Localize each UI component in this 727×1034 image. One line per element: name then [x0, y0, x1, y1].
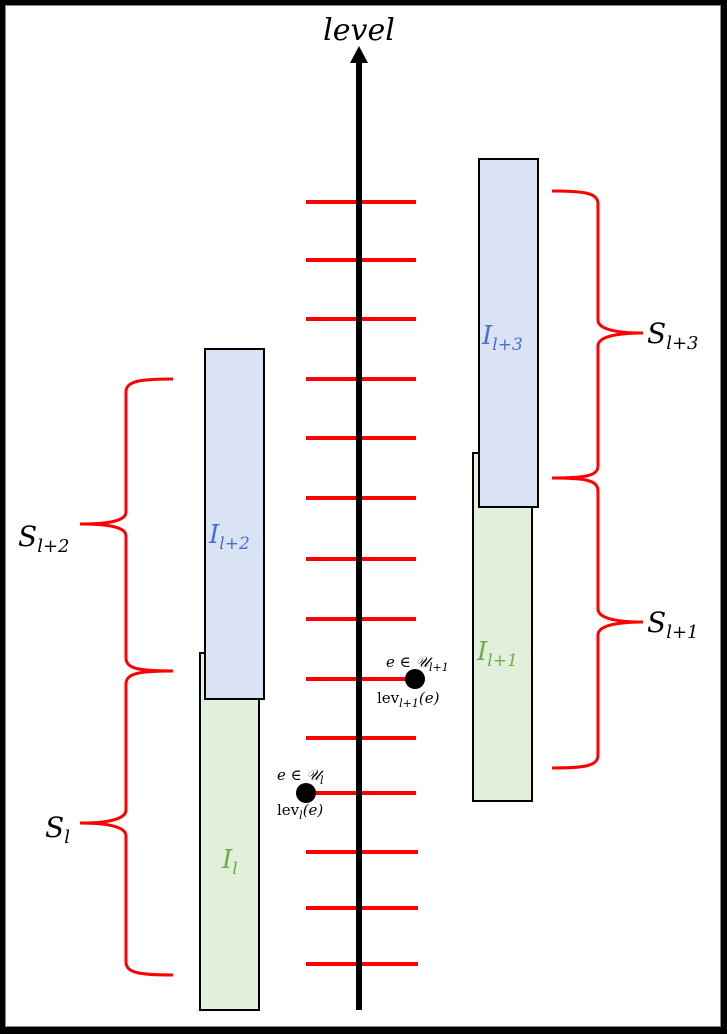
- svg-text:Il+3: Il+3: [481, 321, 523, 355]
- svg-text:Il: Il: [221, 845, 238, 879]
- level-axis: level: [323, 13, 395, 1010]
- svg-text:levl+1(e): levl+1(e): [377, 689, 440, 710]
- svg-text:e ∈ 𝒰l: e ∈ 𝒰l: [277, 766, 325, 787]
- brace-S-l-plus-1: [551, 476, 644, 770]
- label-S-l-plus-3: Sl+3: [647, 317, 698, 354]
- svg-text:levl(e): levl(e): [277, 801, 323, 822]
- label-S-l-plus-2: Sl+2: [18, 520, 69, 557]
- interval-I-l-plus-2: Il+2: [204, 348, 265, 700]
- label-S-l-plus-1: Sl+1: [647, 606, 698, 643]
- brace-S-l: [79, 669, 174, 977]
- brace-S-l-plus-2: [79, 377, 174, 673]
- point-e-in-U-l-plus-1: e ∈ 𝒰l+1 levl+1(e): [377, 653, 449, 710]
- interval-I-l-plus-3: Il+3: [478, 158, 539, 508]
- arrow-up-icon: [350, 46, 368, 63]
- label-S-l: Sl: [45, 811, 70, 848]
- interval-I-l: Il: [199, 652, 260, 1011]
- svg-text:Il+2: Il+2: [208, 520, 250, 554]
- svg-text:Il+1: Il+1: [476, 637, 518, 671]
- brace-S-l-plus-3: [551, 189, 644, 480]
- svg-text:e ∈ 𝒰l+1: e ∈ 𝒰l+1: [386, 653, 449, 674]
- interval-I-l-plus-1: Il+1: [472, 452, 533, 802]
- point-e-in-U-l: e ∈ 𝒰l levl(e): [277, 766, 325, 822]
- axis-title: level: [323, 13, 395, 48]
